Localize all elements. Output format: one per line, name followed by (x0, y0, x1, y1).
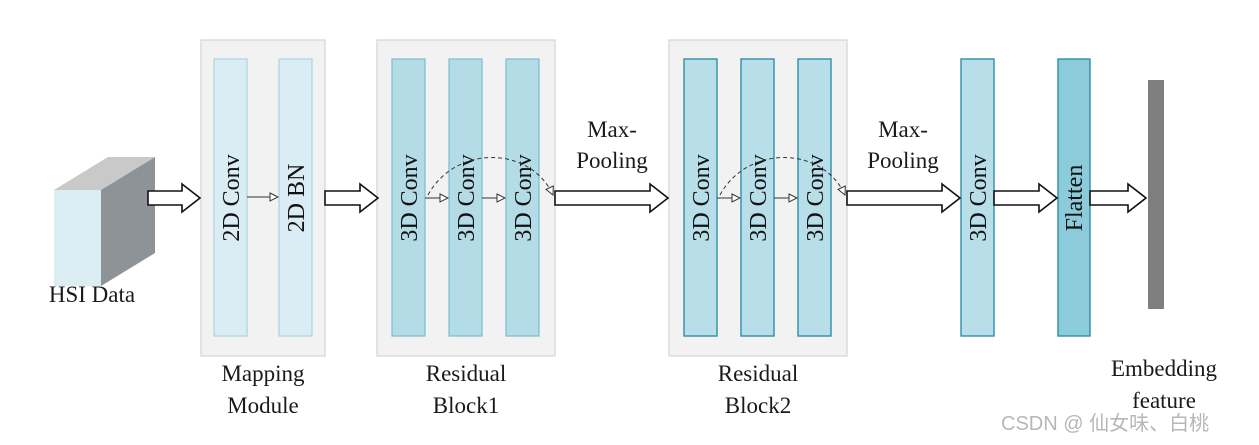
pool2-label-line2: Pooling (867, 148, 939, 173)
arrow-conv-to-flatten (993, 182, 1059, 214)
res1-conv-layer-2 (448, 58, 483, 337)
flatten-layer (1057, 58, 1091, 337)
arrow-res1-to-res2 (554, 182, 670, 214)
final-conv-label: 3D Conv (966, 154, 992, 241)
mapping-2d-conv-layer (213, 58, 248, 337)
flatten-label: Flatten (1062, 165, 1088, 232)
arrow-input-to-mapping (147, 182, 202, 214)
hsi-data-cube (54, 157, 155, 286)
mapping-layer-1-label: 2D Conv (219, 154, 245, 241)
mapping-module-caption-line2: Module (227, 393, 299, 418)
arrow-mapping-to-res1 (324, 182, 380, 214)
embedding-feature-caption-line1: Embedding (1111, 356, 1218, 381)
csdn-watermark: CSDN @ 仙女味、白桃 (1001, 412, 1209, 435)
residual-block2-caption-line1: Residual (718, 361, 799, 386)
res1-skip-connection (427, 157, 553, 196)
pool1-label-line1: Max- (587, 117, 637, 142)
pool1-label-line2: Pooling (576, 148, 648, 173)
res1-layer-2-label: 3D Conv (454, 154, 480, 241)
res1-layer-3-label: 3D Conv (511, 154, 537, 241)
mapping-module-caption-line1: Mapping (221, 361, 305, 386)
res2-layer-3-label: 3D Conv (803, 154, 829, 241)
mapping-2d-bn-layer (278, 58, 313, 337)
mapping-layer-2-label: 2D BN (284, 164, 310, 233)
res1-conv-layer-3 (505, 58, 540, 337)
residual-block1-caption-line1: Residual (426, 361, 507, 386)
residual-block1-caption-line2: Block1 (433, 393, 499, 418)
res1-layer-1-label: 3D Conv (397, 154, 423, 241)
res2-conv-layer-1 (683, 58, 718, 337)
res2-skip-connection (719, 157, 845, 196)
residual-block2-caption-line2: Block2 (725, 393, 791, 418)
embedding-output-bar (1148, 80, 1164, 309)
res2-conv-layer-2 (740, 58, 775, 337)
arrow-res2-to-conv (846, 182, 962, 214)
res2-layer-1-label: 3D Conv (689, 154, 715, 241)
hsi-data-label: HSI Data (49, 282, 135, 307)
pool2-label-line1: Max- (878, 117, 928, 142)
arrow-flatten-to-output (1089, 182, 1148, 214)
res2-conv-layer-3 (797, 58, 832, 337)
res2-layer-2-label: 3D Conv (746, 154, 772, 241)
embedding-feature-caption-line2: feature (1132, 388, 1196, 413)
